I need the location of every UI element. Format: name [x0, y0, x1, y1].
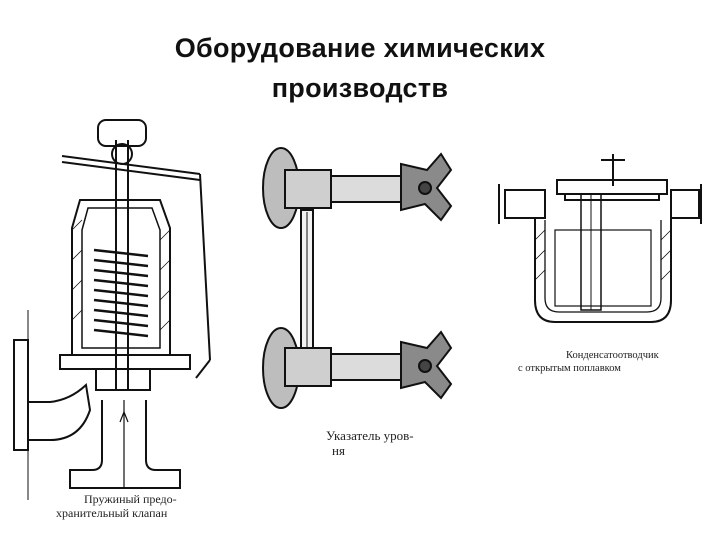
level-gauge-drawing [262, 147, 453, 409]
steam-trap-caption-line-2: с открытым поплавком [518, 363, 621, 374]
level-gauge-caption: Указатель уров- ня [326, 428, 466, 458]
safety-valve-drawing [13, 119, 211, 500]
steam-trap-drawing [498, 154, 702, 323]
level-gauge-caption-line-1: Указатель уров- [326, 428, 414, 443]
safety-valve-caption: Пружиный предо- хранительный клапан [56, 492, 256, 520]
steam-trap-caption: Конденсатоотводчик с открытым поплавком [518, 349, 708, 375]
slide-title: Оборудование химических производств [0, 28, 720, 108]
slide-title-line-2: производств [271, 73, 449, 103]
safety-valve-caption-line-1: Пружиный предо- [84, 492, 177, 506]
level-gauge-caption-line-2: ня [332, 443, 345, 458]
steam-trap-caption-line-1: Конденсатоотводчик [566, 350, 659, 361]
safety-valve-caption-line-2: хранительный клапан [56, 506, 168, 520]
slide-title-line-1: Оборудование химических [174, 33, 546, 63]
